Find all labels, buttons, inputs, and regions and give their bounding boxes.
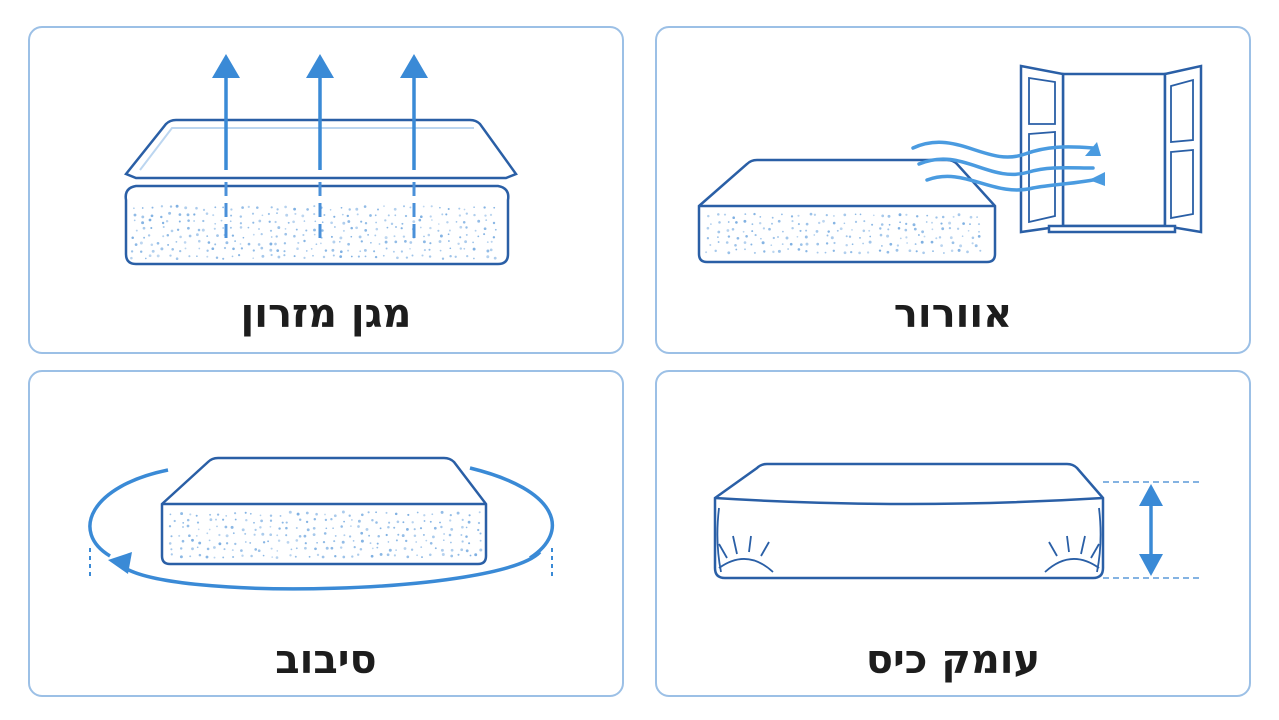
arrow-up-icon	[400, 54, 428, 238]
airflow-icon	[911, 140, 1105, 192]
fitted-sheet-corner	[718, 535, 1100, 573]
panel-mattress-protector: מגן מזרון	[28, 26, 624, 354]
panel-caption: מגן מזרון	[240, 291, 412, 337]
panel-pocket-depth: עומק כיס	[655, 370, 1251, 697]
panel-rotation: סיבוב	[28, 370, 624, 697]
arrow-up-icon	[212, 54, 240, 238]
panel-caption: אוורור	[893, 291, 1013, 337]
mattress-body	[713, 462, 1105, 580]
panel-caption: עומק כיס	[865, 637, 1041, 683]
mattress-foam-texture	[705, 212, 982, 255]
pocket-depth-icon	[713, 462, 1201, 580]
mattress-foam-texture	[168, 510, 483, 559]
arrow-left-icon	[108, 552, 132, 574]
panel-ventilation: אוורור	[655, 26, 1251, 354]
panel-caption: סיבוב	[275, 637, 377, 683]
rotation-icon	[88, 456, 555, 591]
mattress-body	[124, 184, 510, 266]
mattress-foam-texture	[130, 204, 497, 260]
arrow-up-icon	[306, 54, 334, 238]
window-icon	[1019, 64, 1203, 234]
mattress-body	[160, 456, 488, 566]
mattress-protector-icon	[123, 54, 518, 266]
ventilation-icon	[697, 64, 1203, 264]
double-arrow-vertical-icon	[1139, 484, 1163, 576]
